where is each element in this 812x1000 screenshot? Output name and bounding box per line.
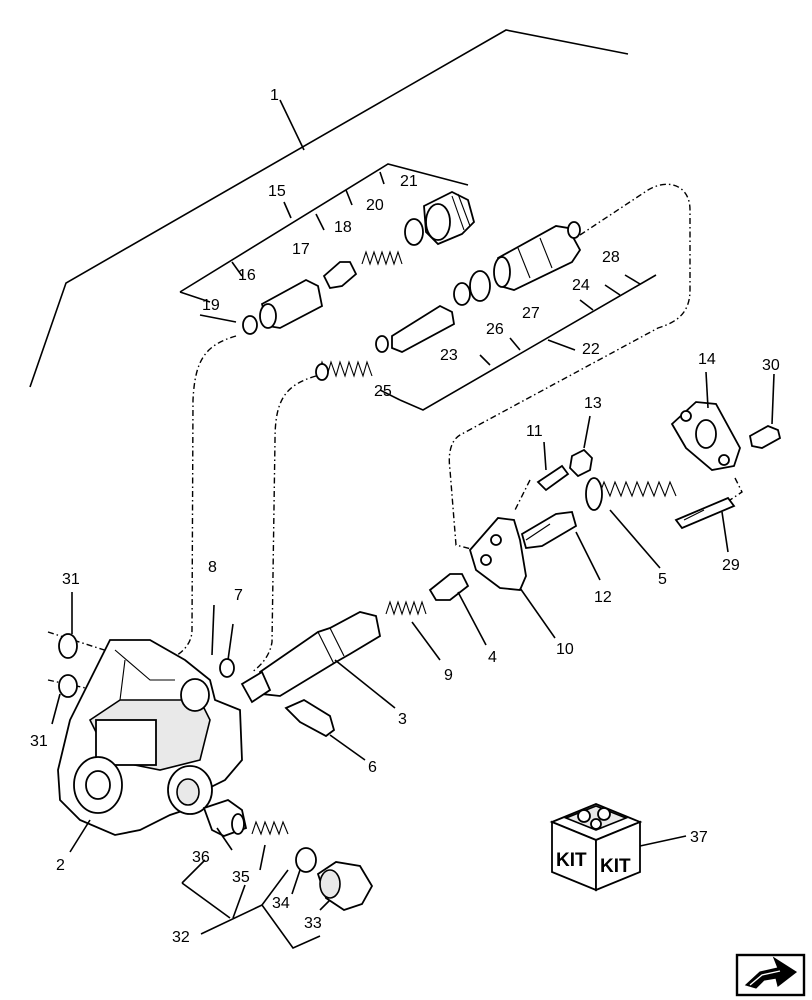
- callout-27: 27: [522, 305, 540, 322]
- callout-32: 32: [172, 929, 190, 946]
- callout-13: 13: [584, 395, 602, 412]
- bracket-lines: [29, 29, 657, 949]
- callout-19: 19: [202, 297, 220, 314]
- callout-24: 24: [572, 277, 590, 294]
- leader-lines: [51, 371, 775, 911]
- lever-spring-parts: [468, 401, 782, 591]
- callout-4: 4: [488, 649, 497, 666]
- callout-1: 1: [270, 87, 279, 104]
- callout-3: 3: [398, 711, 407, 728]
- callout-18: 18: [334, 219, 352, 236]
- upper-spool-parts: [242, 190, 582, 381]
- retaining-rings: [58, 633, 78, 698]
- kit-label-right: KIT: [600, 856, 631, 877]
- callout-14: 14: [698, 351, 716, 368]
- callout-37: 37: [690, 829, 708, 846]
- next-page-arrow-icon: [744, 956, 798, 989]
- relief-valve-parts: [202, 799, 374, 911]
- callout-34: 34: [272, 895, 290, 912]
- callout-31-bottom: 31: [30, 733, 48, 750]
- callout-26: 26: [486, 321, 504, 338]
- callout-25: 25: [374, 383, 392, 400]
- kit-box: KIT KIT: [549, 803, 643, 892]
- callout-15: 15: [268, 183, 286, 200]
- callout-12: 12: [594, 589, 612, 606]
- callout-20: 20: [366, 197, 384, 214]
- callout-35: 35: [232, 869, 250, 886]
- kit-label-left: KIT: [556, 850, 587, 871]
- callout-9: 9: [444, 667, 453, 684]
- callout-2: 2: [56, 857, 65, 874]
- callout-23: 23: [440, 347, 458, 364]
- callout-7: 7: [234, 587, 243, 604]
- callout-17: 17: [292, 241, 310, 258]
- callout-22: 22: [582, 341, 600, 358]
- callout-11: 11: [526, 423, 543, 440]
- callout-21: 21: [400, 173, 418, 190]
- callout-10: 10: [556, 641, 574, 658]
- next-page-arrow-button[interactable]: [735, 953, 806, 997]
- dash-dot-paths: [47, 183, 743, 691]
- valve-housing: [57, 639, 243, 836]
- callout-6: 6: [368, 759, 377, 776]
- main-spool-parts: [211, 573, 470, 738]
- callout-16: 16: [238, 267, 256, 284]
- callout-33: 33: [304, 915, 322, 932]
- callout-labels: 1 2 3 4 5 6 7 8 9 10 11 12 13 14 15 16 1…: [30, 87, 780, 946]
- callout-29: 29: [722, 557, 740, 574]
- callout-36: 36: [192, 849, 210, 866]
- callout-8: 8: [208, 559, 217, 576]
- callout-30: 30: [762, 357, 780, 374]
- callout-31-top: 31: [62, 571, 80, 588]
- callout-28: 28: [602, 249, 620, 266]
- callout-5: 5: [658, 571, 667, 588]
